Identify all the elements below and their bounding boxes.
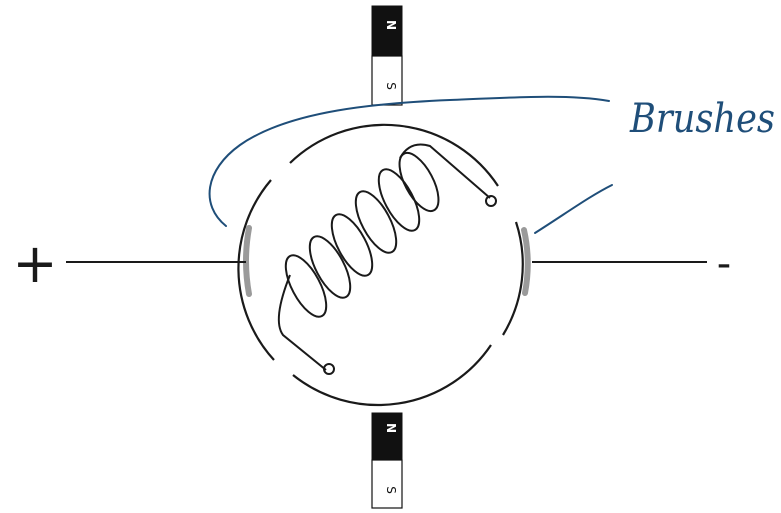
coil-loop-3 xyxy=(330,213,374,277)
right-brush xyxy=(521,227,531,296)
top-magnet-south-label: S xyxy=(384,82,398,90)
coil-loop-5 xyxy=(377,168,421,232)
negative-terminal-label: - xyxy=(717,241,731,287)
top-magnet: N S xyxy=(371,5,403,106)
top-magnet-north-label: N xyxy=(384,20,398,30)
coil-loop-2 xyxy=(308,235,352,299)
top-magnet-south-pole xyxy=(371,55,403,106)
bottom-magnet-south-pole xyxy=(371,459,403,509)
positive-terminal-label: + xyxy=(12,232,57,295)
top-magnet-north-pole xyxy=(371,5,403,57)
coil-terminal-top xyxy=(485,195,497,207)
left-brush xyxy=(243,225,252,297)
annotation-pointer-right xyxy=(534,184,613,234)
coil-loop-1 xyxy=(284,254,328,318)
coil-lead-bottom xyxy=(277,274,327,371)
coil-terminal-bottom xyxy=(323,363,335,375)
armature-coil xyxy=(277,143,497,375)
ring-arc-left xyxy=(237,179,275,361)
coil-loop-4 xyxy=(354,190,398,254)
bottom-magnet: N S xyxy=(371,412,403,509)
annotation-pointer-left xyxy=(208,95,610,227)
ring-arc-bottom xyxy=(292,344,492,407)
commutator-ring xyxy=(237,123,524,407)
bottom-magnet-north-label: N xyxy=(384,423,398,433)
annotation-text: Brushes xyxy=(629,96,775,142)
coil-lead-top xyxy=(399,143,491,199)
ring-arc-right xyxy=(502,221,524,336)
bottom-magnet-south-label: S xyxy=(384,486,398,494)
brushes-annotation: Brushes xyxy=(208,95,775,234)
ring-arc-top xyxy=(289,123,499,187)
bottom-magnet-north-pole xyxy=(371,412,403,461)
